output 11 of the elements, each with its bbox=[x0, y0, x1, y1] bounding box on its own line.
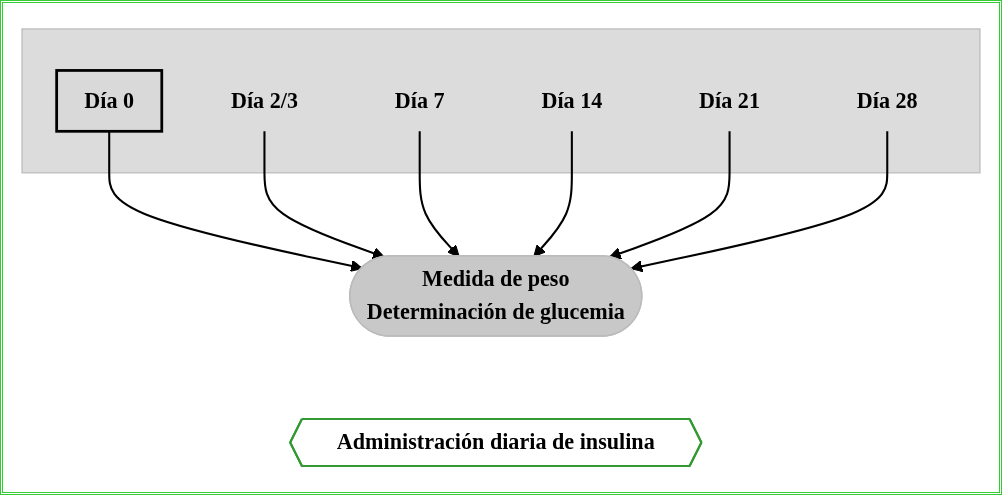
node-text: Día 14 bbox=[541, 88, 603, 112]
node-text: Día 2/3 bbox=[230, 88, 298, 112]
arrow bbox=[630, 131, 889, 273]
node-text: Día 28 bbox=[856, 88, 918, 112]
node-text: Día 7 bbox=[394, 88, 445, 112]
arrow bbox=[108, 131, 363, 272]
cluster bbox=[21, 28, 981, 174]
node-text: Día 21 bbox=[699, 88, 760, 112]
node-box: Día 0 bbox=[55, 69, 164, 133]
arrow bbox=[608, 131, 731, 260]
arrow bbox=[263, 131, 385, 260]
